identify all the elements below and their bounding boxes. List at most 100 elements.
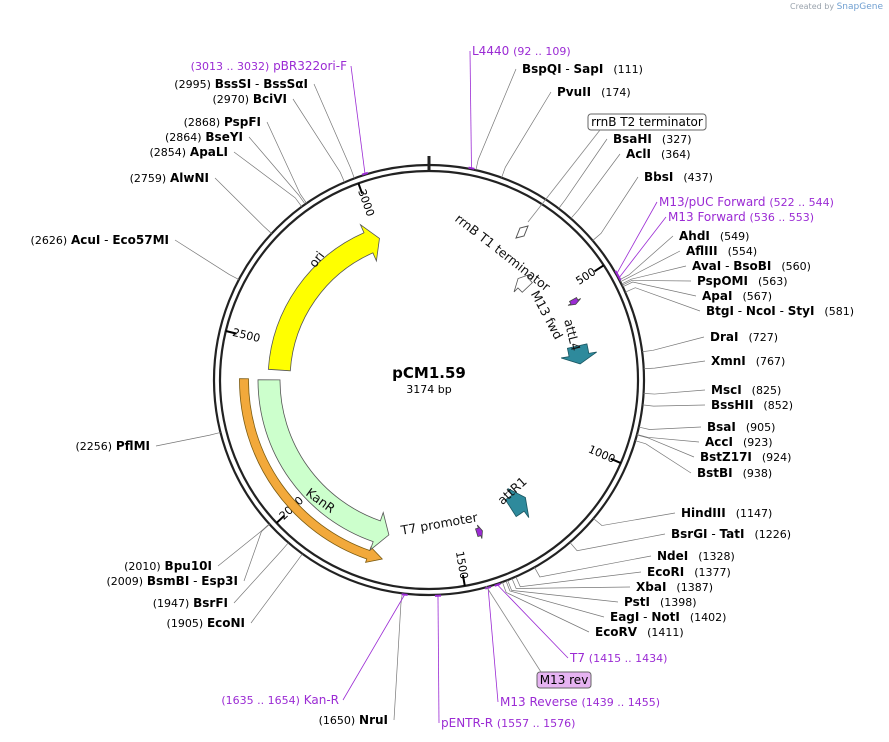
enzyme-label-alwni: (2759) AlwNI [130,171,209,185]
enzyme-position: (554) [728,245,758,258]
enzyme-afliii: AflIII [686,244,718,258]
enzyme-label-xbai: XbaI(1387) [636,580,713,594]
enzyme-position: (2854) [150,146,187,159]
enzyme-bcivi: BciVI [253,92,287,106]
plasmid-length: 3174 bp [406,383,451,396]
enzyme-acli: AclI [626,147,651,161]
enzyme-label-ecori: EcoRI(1377) [647,565,731,579]
enzyme-label-ahdi: AhdI(549) [679,229,749,243]
enzyme-pspfi: PspFI [224,115,261,129]
primer-name: L4440 [472,44,509,58]
feature-m13-fwd [567,296,582,306]
enzyme-position: (1147) [736,507,773,520]
enzyme-bsmbi: BsmBI [147,574,189,588]
enzyme-msci: MscI [711,383,742,397]
enzyme-label-apai: ApaI(567) [702,289,772,303]
enzyme-esp3i: Esp3I [201,574,238,588]
enzyme-position: (174) [601,86,631,99]
primer-leader [350,65,366,174]
enzyme-label-pspfi: (2868) PspFI [184,115,261,129]
enzyme-leader [507,579,619,603]
enzyme-leader [636,434,695,458]
enzyme-position: (1226) [754,528,791,541]
enzyme-bsrgi: BsrGI [671,527,708,541]
enzyme-leader [393,593,403,721]
enzyme-label-apali: (2854) ApaLI [150,145,229,159]
enzyme-leader [592,176,639,241]
enzyme-ecorv: EcoRV [595,625,638,639]
enzyme-xmni: XmnI [711,354,746,368]
feature-label-rrnb-t1-terminator: rrnB T1 terminator [452,211,554,295]
primer-name: pENTR-R [441,716,493,730]
primer-range: (92 .. 109) [513,45,571,58]
enzyme-leader [622,281,697,297]
enzyme-pspomi: PspOMI [697,274,748,288]
enzyme-ndei: NdeI [657,549,688,563]
feature-t7-promoter [475,524,483,539]
tick-mark [275,514,286,524]
enzyme-position: (1377) [694,566,731,579]
enzyme-position: (2010) [124,560,161,573]
primer-range: (3013 .. 3032) [191,60,270,73]
primer-name: pBR322ori-F [273,59,347,73]
tick-label: 1500 [453,550,471,580]
enzyme-position: (1650) [319,714,356,727]
rrnb-t2-label: rrnB T2 terminator [591,115,703,129]
enzyme-position: (905) [746,421,776,434]
enzyme-label-acui: (2626) AcuI - Eco57MI [31,233,169,247]
enzyme-label-ecorv: EcoRV(1411) [595,625,684,639]
enzyme-label-hindiii: HindIII (1147) [681,506,772,520]
primer-leader [618,216,667,278]
primer-pentr-r: pENTR-R (1557 .. 1576) [441,716,575,730]
enzyme-leader [642,404,706,407]
enzyme-nrui: NruI [359,713,388,727]
feature-kanr [257,379,390,552]
plasmid-name: pCM1.59 [392,364,466,382]
enzyme-leader [501,91,552,178]
site-labels: BspQI - SapI(111)PvuII(174)BsaHI(327)Acl… [31,44,854,730]
enzyme-position: (549) [720,230,750,243]
enzyme-position: (1398) [660,596,697,609]
enzyme-label-xmni: XmnI (767) [711,354,785,368]
m13-rev-label: M13 rev [540,673,589,687]
enzyme-bsssi: BssSI [215,77,252,91]
enzyme-bspqi: BspQI [522,62,562,76]
enzyme-leader [570,153,621,219]
enzyme-acui: AcuI [71,233,100,247]
primer-leader [487,587,499,703]
enzyme-sapi: SapI [574,62,604,76]
enzyme-bpu10i: Bpu10I [165,559,212,573]
enzyme-acci: AccI [705,435,733,449]
enzyme-hindiii: HindIII [681,506,726,520]
enzyme-bsobi: BsoBI [733,259,771,273]
primer-m13-puc-forward: M13/pUC Forward (522 .. 544) [659,195,834,209]
primer-range: (1557 .. 1576) [497,717,576,730]
tick-label: 2500 [231,326,261,345]
primer-range: (1415 .. 1434) [589,652,668,665]
enzyme-label-bpu10i: (2010) Bpu10I [124,559,212,573]
primer-range: (1635 .. 1654) [221,694,300,707]
enzyme-label-pspomi: PspOMI (563) [697,274,788,288]
enzyme-leader [505,580,605,618]
enzyme-position: (767) [756,355,786,368]
primer-range: (522 .. 544) [769,196,834,209]
enzyme-ncoi: NcoI [746,304,776,318]
enzyme-bsai: BsaI [707,420,736,434]
enzyme-label-drai: DraI(727) [710,330,778,344]
enzyme-position: (563) [758,275,788,288]
enzyme-bbsi: BbsI [644,170,673,184]
enzyme-pvuii: PvuII [557,85,591,99]
feature-attr1 [504,488,530,518]
enzyme-position: (2970) [212,93,249,106]
primer-site-mark [401,593,408,596]
enzyme-styi: StyI [788,304,815,318]
primer-name: M13 Reverse [500,695,578,709]
tick-mark [610,457,622,464]
enzyme-eco57mi: Eco57MI [112,233,169,247]
enzyme-label-bbsi: BbsI(437) [644,170,713,184]
enzyme-leader [313,83,355,179]
enzyme-label-acli: AclI(364) [626,147,691,161]
enzyme-bsss-i: BssSαI [263,77,308,91]
enzyme-position: (1947) [153,597,190,610]
primer-kan-r: (1635 .. 1654) Kan-R [221,693,339,707]
